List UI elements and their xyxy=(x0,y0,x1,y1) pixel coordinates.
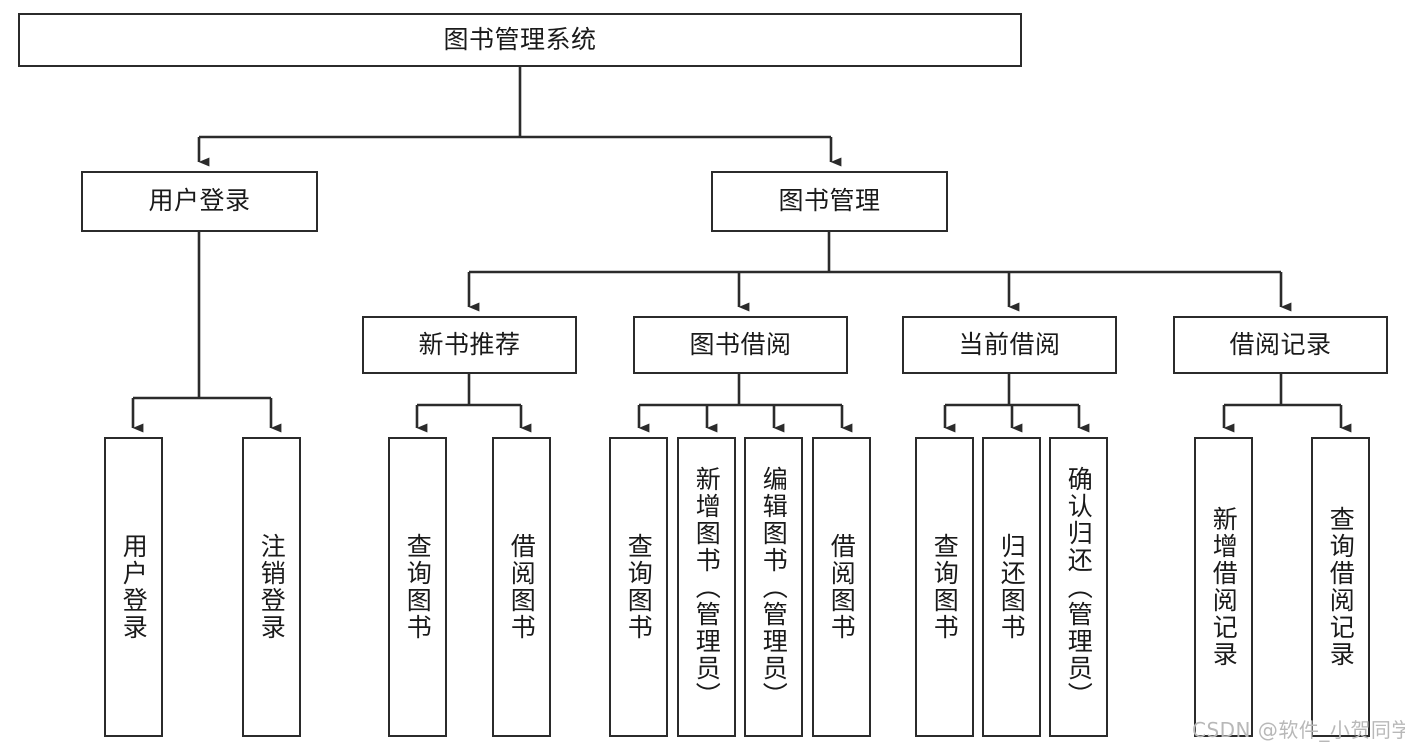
leaf-borrow-book-2[interactable]: 借阅图书 xyxy=(812,437,871,737)
csdn-watermark: CSDN @软件_小贺同学 xyxy=(1192,718,1405,742)
leaf-add-record-label: 新增借阅记录 xyxy=(1209,506,1239,668)
leaf-edit-book[interactable]: 编辑图书（管理员） xyxy=(744,437,803,737)
node-new-book-rec-label: 新书推荐 xyxy=(418,329,521,359)
leaf-edit-book-label: 编辑图书（管理员） xyxy=(759,465,789,709)
node-borrow-record[interactable]: 借阅记录 xyxy=(1173,316,1388,374)
leaf-query-book-2-label: 查询图书 xyxy=(624,533,654,641)
leaf-borrow-book-2-label: 借阅图书 xyxy=(827,533,857,641)
node-root[interactable]: 图书管理系统 xyxy=(18,13,1022,67)
leaf-query-book-1-label: 查询图书 xyxy=(403,533,433,641)
leaf-confirm-return[interactable]: 确认归还（管理员） xyxy=(1049,437,1108,737)
node-book-manage-label: 图书管理 xyxy=(778,186,881,216)
node-book-borrow[interactable]: 图书借阅 xyxy=(633,316,848,374)
node-new-book-rec[interactable]: 新书推荐 xyxy=(362,316,577,374)
leaf-query-book-2[interactable]: 查询图书 xyxy=(609,437,668,737)
node-current-borrow[interactable]: 当前借阅 xyxy=(902,316,1117,374)
leaf-add-book-label: 新增图书（管理员） xyxy=(692,465,722,709)
leaf-user-logout[interactable]: 注销登录 xyxy=(242,437,301,737)
node-borrow-record-label: 借阅记录 xyxy=(1229,329,1332,359)
leaf-user-logout-label: 注销登录 xyxy=(257,533,287,641)
node-book-manage[interactable]: 图书管理 xyxy=(711,171,948,232)
leaf-add-book[interactable]: 新增图书（管理员） xyxy=(677,437,736,737)
node-root-label: 图书管理系统 xyxy=(443,24,597,54)
leaf-query-record-label: 查询借阅记录 xyxy=(1326,506,1356,668)
leaf-query-book-3[interactable]: 查询图书 xyxy=(915,437,974,737)
leaf-confirm-return-label: 确认归还（管理员） xyxy=(1064,465,1094,709)
node-user-login[interactable]: 用户登录 xyxy=(81,171,318,232)
node-user-login-label: 用户登录 xyxy=(148,186,251,216)
leaf-query-record[interactable]: 查询借阅记录 xyxy=(1311,437,1370,737)
leaf-add-record[interactable]: 新增借阅记录 xyxy=(1194,437,1253,737)
leaf-user-login-label: 用户登录 xyxy=(119,533,149,641)
leaf-user-login[interactable]: 用户登录 xyxy=(104,437,163,737)
leaf-return-book-label: 归还图书 xyxy=(997,533,1027,641)
node-book-borrow-label: 图书借阅 xyxy=(689,329,792,359)
leaf-borrow-book-1-label: 借阅图书 xyxy=(507,533,537,641)
node-current-borrow-label: 当前借阅 xyxy=(958,329,1061,359)
leaf-return-book[interactable]: 归还图书 xyxy=(982,437,1041,737)
leaf-borrow-book-1[interactable]: 借阅图书 xyxy=(492,437,551,737)
leaf-query-book-3-label: 查询图书 xyxy=(930,533,960,641)
leaf-query-book-1[interactable]: 查询图书 xyxy=(388,437,447,737)
